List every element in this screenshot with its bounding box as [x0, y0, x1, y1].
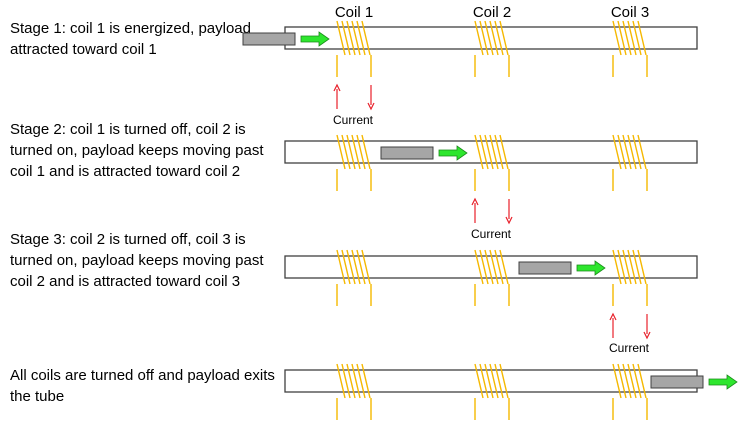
- coil-1-winding-stage-1: [356, 20, 366, 56]
- coil-2-winding-stage-3: [484, 249, 494, 285]
- current-label-coil-3: Current: [608, 341, 649, 355]
- coil-1-winding-stage-2: [336, 134, 346, 170]
- coil-2-winding-stage-2: [474, 134, 484, 170]
- coil-1-winding-stage-4: [356, 363, 366, 399]
- coil-2-winding-stage-3: [474, 249, 484, 285]
- coil-2-winding-stage-4: [499, 363, 509, 399]
- motion-arrow-icon-stage-4: [708, 374, 738, 390]
- coil-3-winding-stage-3: [627, 249, 637, 285]
- coil-3-winding-stage-3: [632, 249, 642, 285]
- current-label-coil-1: Current: [332, 113, 373, 127]
- coil-2-winding-stage-2: [499, 134, 509, 170]
- coil-3-winding-stage-4: [637, 363, 647, 399]
- coil-3-winding-stage-1: [627, 20, 637, 56]
- coil-2-winding-stage-1: [494, 20, 504, 56]
- coil-3-winding-stage-4: [612, 363, 622, 399]
- coil-3-winding-stage-2: [617, 134, 627, 170]
- coil-3-winding-stage-1: [632, 20, 642, 56]
- coil-3-winding-stage-4: [632, 363, 642, 399]
- coil-1-winding-stage-1: [361, 20, 371, 56]
- coil-1-winding-stage-4: [346, 363, 356, 399]
- coil-1-winding-stage-3: [341, 249, 351, 285]
- coil-2-winding-stage-1: [499, 20, 509, 56]
- coil-2-winding-stage-4: [489, 363, 499, 399]
- coil-3-winding-stage-1: [612, 20, 622, 56]
- coil-3-winding-stage-3: [612, 249, 622, 285]
- coil-1-header: Coil 1: [334, 4, 374, 21]
- coil-2-winding-stage-2: [494, 134, 504, 170]
- payload-stage-3: [518, 261, 572, 275]
- current-up-arrowhead-icon-stage-2: [471, 197, 479, 206]
- coil-1-winding-stage-2: [351, 134, 361, 170]
- coil-1-winding-stage-2: [346, 134, 356, 170]
- coil-1-winding-stage-2: [341, 134, 351, 170]
- coil-3-winding-stage-2: [612, 134, 622, 170]
- coil-2-winding-stage-1: [474, 20, 484, 56]
- coil-2-winding-stage-1: [479, 20, 489, 56]
- coil-3-winding-stage-4: [627, 363, 637, 399]
- coil-2-winding-stage-4: [494, 363, 504, 399]
- coil-1-winding-stage-4: [361, 363, 371, 399]
- coil-2-winding-stage-4: [479, 363, 489, 399]
- coil-2-winding-stage-1: [489, 20, 499, 56]
- coil-3-winding-stage-1: [622, 20, 632, 56]
- coil-3-winding-stage-3: [622, 249, 632, 285]
- payload-stage-1: [242, 32, 296, 46]
- coil-2-winding-stage-2: [489, 134, 499, 170]
- coil-3-winding-stage-2: [632, 134, 642, 170]
- coil-3-winding-stage-2: [627, 134, 637, 170]
- coil-2-winding-stage-3: [479, 249, 489, 285]
- coil-1-winding-stage-4: [341, 363, 351, 399]
- coil-1-winding-stage-3: [351, 249, 361, 285]
- coil-1-winding-stage-2: [356, 134, 366, 170]
- motion-arrow-icon-stage-1: [300, 31, 330, 47]
- current-down-arrowhead-icon-stage-3: [643, 331, 651, 340]
- coil-1-winding-stage-4: [351, 363, 361, 399]
- coil-3-winding-stage-4: [617, 363, 627, 399]
- coil-2-winding-stage-1: [484, 20, 494, 56]
- coil-3-winding-stage-3: [617, 249, 627, 285]
- stage-2-description: Stage 2: coil 1 is turned off, coil 2 is…: [10, 121, 264, 180]
- payload-stage-2: [380, 146, 434, 160]
- coil-2-winding-stage-3: [494, 249, 504, 285]
- coil-2-winding-stage-4: [484, 363, 494, 399]
- coil-1-winding-stage-2: [361, 134, 371, 170]
- coil-3-winding-stage-4: [622, 363, 632, 399]
- coil-3-winding-stage-2: [622, 134, 632, 170]
- coil-1-winding-stage-1: [341, 20, 351, 56]
- coil-1-winding-stage-1: [351, 20, 361, 56]
- coil-2-winding-stage-3: [489, 249, 499, 285]
- current-up-arrowhead-icon-stage-3: [609, 312, 617, 321]
- coil-1-winding-stage-1: [346, 20, 356, 56]
- coil-2-winding-stage-4: [474, 363, 484, 399]
- current-label-coil-2: Current: [470, 227, 511, 241]
- coil-3-winding-stage-1: [617, 20, 627, 56]
- coil-1-winding-stage-3: [346, 249, 356, 285]
- coil-3-winding-stage-1: [637, 20, 647, 56]
- coil-3-winding-stage-2: [637, 134, 647, 170]
- stage-1-description: Stage 1: coil 1 is energized, payload at…: [10, 20, 251, 58]
- coil-3-header: Coil 3: [610, 4, 650, 21]
- coil-2-winding-stage-2: [479, 134, 489, 170]
- current-down-arrowhead-icon-stage-1: [367, 102, 375, 111]
- coil-1-winding-stage-3: [361, 249, 371, 285]
- stage-3-description: Stage 3: coil 2 is turned off, coil 3 is…: [10, 231, 264, 290]
- stage-4-description: All coils are turned off and payload exi…: [10, 367, 275, 405]
- coil-2-winding-stage-3: [499, 249, 509, 285]
- payload-stage-4: [650, 375, 704, 389]
- coil-1-winding-stage-1: [336, 20, 346, 56]
- current-down-arrowhead-icon-stage-2: [505, 216, 513, 225]
- coil-1-winding-stage-3: [336, 249, 346, 285]
- coil-3-winding-stage-3: [637, 249, 647, 285]
- current-up-arrowhead-icon-stage-1: [333, 83, 341, 92]
- motion-arrow-icon-stage-3: [576, 260, 606, 276]
- coil-2-winding-stage-2: [484, 134, 494, 170]
- coil-1-winding-stage-4: [336, 363, 346, 399]
- motion-arrow-icon-stage-2: [438, 145, 468, 161]
- coil-2-header: Coil 2: [472, 4, 512, 21]
- coil-1-winding-stage-3: [356, 249, 366, 285]
